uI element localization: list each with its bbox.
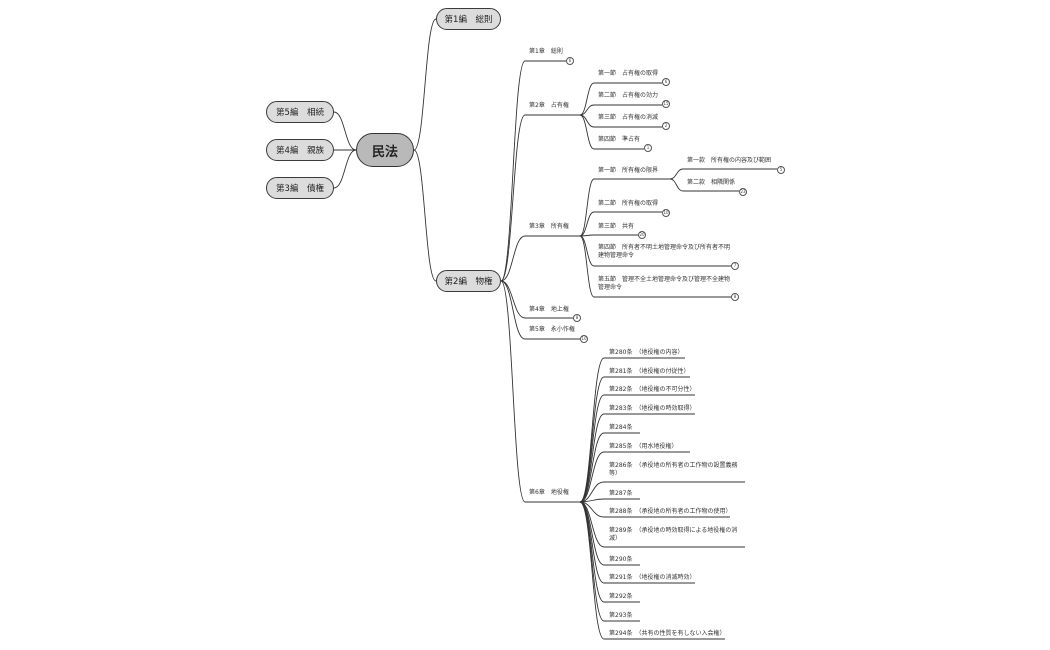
- article-287[interactable]: 第287条: [609, 490, 633, 497]
- article-290[interactable]: 第290条: [609, 556, 633, 563]
- possession-section-2-count: 15: [662, 100, 670, 108]
- article-286[interactable]: 第286条 （承役地の所有者の工作物の設置義務等）: [609, 462, 738, 477]
- edge-limit-1: [669, 168, 777, 180]
- edge-chapter-1: [500, 60, 566, 282]
- edge-article-285: [579, 451, 690, 503]
- branch-book3-obligations[interactable]: 第3編 債権: [266, 177, 334, 199]
- ownership-section-3-count: 20: [638, 231, 646, 239]
- edge-article-281: [579, 376, 690, 503]
- article-285[interactable]: 第285条 （用水地役権）: [609, 443, 678, 450]
- chapter-5-count: 10: [580, 335, 588, 343]
- edge-possession-1: [579, 82, 662, 116]
- edge-root-book1: [413, 18, 437, 151]
- edge-article-294: [579, 501, 725, 640]
- edge-root-book2: [413, 149, 437, 282]
- branch-book4-relatives[interactable]: 第4編 親族: [266, 139, 334, 161]
- edge-article-287: [579, 498, 640, 503]
- article-283[interactable]: 第283条 （地役権の時効取得）: [609, 405, 696, 412]
- edge-possession-4: [579, 114, 644, 150]
- edge-ownership-5: [579, 235, 731, 298]
- ownership-section-2[interactable]: 第二節 所有権の取得: [598, 200, 659, 207]
- limit-subsection-2-count: 23: [739, 188, 747, 196]
- possession-section-4-count: 1: [644, 144, 652, 152]
- edge-limit-2: [669, 178, 739, 192]
- branch-book5-succession[interactable]: 第5編 相続: [266, 101, 334, 123]
- possession-section-1-count: 6: [662, 78, 670, 86]
- article-280[interactable]: 第280条 （地役権の内容）: [609, 349, 684, 356]
- limit-subsection-1-count: 5: [777, 166, 785, 174]
- article-292[interactable]: 第292条: [609, 593, 633, 600]
- chapter-1-count: 6: [566, 57, 574, 65]
- article-289[interactable]: 第289条 （承役地の時効取得による地役権の消滅）: [609, 527, 738, 542]
- edge-chapter-3: [500, 235, 580, 282]
- edge-article-280: [579, 357, 685, 503]
- possession-section-2[interactable]: 第二節 占有権の効力: [598, 92, 659, 99]
- root-node[interactable]: 民法: [356, 133, 414, 167]
- chapter-5-label[interactable]: 第5章 永小作権: [529, 326, 575, 333]
- ownership-section-4[interactable]: 第四節 所有者不明土地管理命令及び所有者不明建物管理命令: [598, 244, 731, 259]
- chapter-4-label[interactable]: 第4章 地上権: [529, 306, 569, 313]
- article-282[interactable]: 第282条 （地役権の不可分性）: [609, 386, 696, 393]
- ownership-section-5[interactable]: 第五節 管理不全土地管理命令及び管理不全建物管理命令: [598, 276, 731, 291]
- article-281[interactable]: 第281条 （地役権の付従性）: [609, 368, 690, 375]
- article-288[interactable]: 第288条 （承役地の所有者の工作物の使用）: [609, 508, 732, 515]
- chapter-1-label[interactable]: 第1章 総則: [529, 48, 563, 55]
- edge-article-284: [579, 432, 640, 503]
- chapter-6-label[interactable]: 第6章 地役権: [529, 489, 569, 496]
- possession-section-4[interactable]: 第四節 準占有: [598, 136, 641, 143]
- ownership-section-4-count: 7: [731, 262, 739, 270]
- possession-section-3-count: 2: [662, 122, 670, 130]
- edge-chapter-2: [500, 114, 580, 282]
- edge-chapter-6: [500, 280, 580, 503]
- edge-article-286: [579, 481, 745, 503]
- edge-ownership-1: [579, 178, 670, 237]
- branch-book1-general[interactable]: 第1編 総則: [436, 8, 501, 30]
- ownership-section-3[interactable]: 第三節 共有: [598, 223, 635, 230]
- possession-section-1[interactable]: 第一節 占有権の取得: [598, 70, 659, 77]
- possession-section-3[interactable]: 第三節 占有権の消滅: [598, 114, 659, 121]
- edge-root-book3: [333, 149, 357, 189]
- limit-subsection-2[interactable]: 第二款 相隣関係: [687, 179, 736, 186]
- edge-article-288: [579, 501, 730, 518]
- edge-article-283: [579, 413, 695, 503]
- article-284[interactable]: 第284条: [609, 424, 633, 431]
- edge-ownership-3: [579, 234, 638, 237]
- branch-book2-real-rights[interactable]: 第2編 物権: [436, 270, 501, 292]
- chapter-3-label[interactable]: 第3章 所有権: [529, 223, 569, 230]
- article-291[interactable]: 第291条 （地役権の消滅時効）: [609, 574, 696, 581]
- limit-subsection-1[interactable]: 第一款 所有権の内容及び範囲: [687, 157, 772, 164]
- edge-possession-2: [579, 104, 662, 116]
- chapter-4-count: 8: [573, 314, 581, 322]
- ownership-section-1[interactable]: 第一節 所有権の限界: [598, 167, 659, 174]
- ownership-section-5-count: 8: [731, 293, 739, 301]
- ownership-section-2-count: 10: [662, 209, 670, 217]
- article-294[interactable]: 第294条 （共有の性質を有しない入会権）: [609, 630, 726, 637]
- edge-article-282: [579, 394, 695, 503]
- edge-ownership-2: [579, 211, 662, 237]
- chapter-2-label[interactable]: 第2章 占有権: [529, 102, 569, 109]
- article-293[interactable]: 第293条: [609, 612, 633, 619]
- edge-root-book5: [333, 111, 357, 151]
- edge-chapter-5: [500, 280, 580, 340]
